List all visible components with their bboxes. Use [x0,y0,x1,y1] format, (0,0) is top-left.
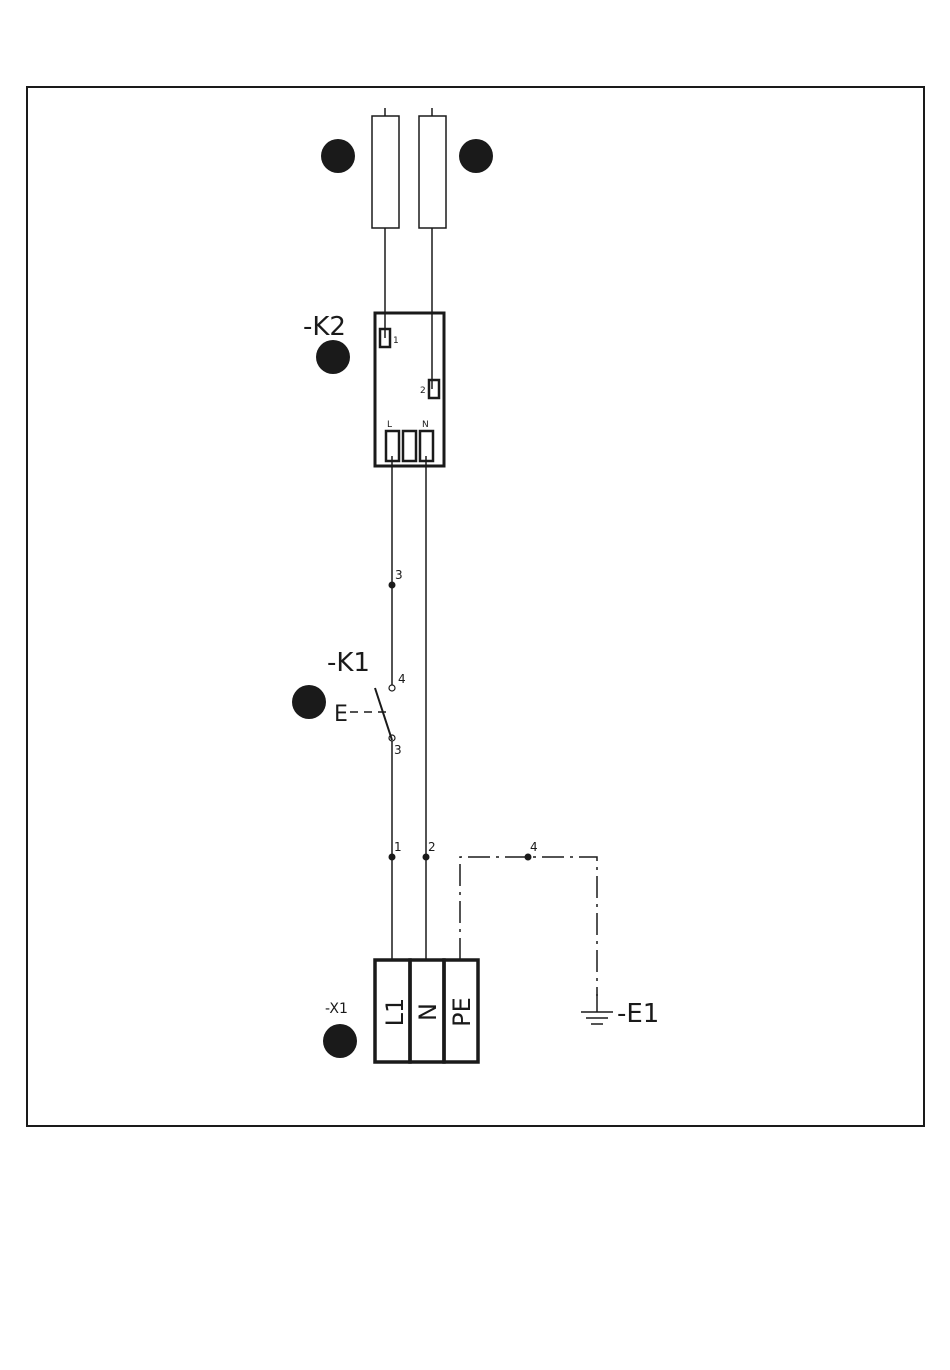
k2-pin-n-label: N [422,420,429,430]
x1-terminal-n-label: N [414,1003,442,1021]
k1-contact-top-label: 4 [398,672,406,686]
e1-label: -E1 [617,999,659,1029]
wire-l1-label: 1 [394,840,402,854]
marker-k1 [292,685,326,719]
k2-pin-1-label: 1 [393,336,399,346]
element-right [419,116,446,228]
k2-pin-2 [429,380,439,398]
k2-terminal-mid [403,431,416,461]
diagram-frame [27,87,924,1126]
marker-top-left [321,139,355,173]
element-left [372,116,399,228]
wire-n-node [423,854,430,861]
k1-label: -K1 [327,648,370,678]
marker-k2 [316,340,350,374]
k2-pin-2-label: 2 [420,386,426,396]
wire-upper-node [389,582,396,589]
wire-pe-label: 4 [530,840,538,854]
k2-label: -K2 [303,312,346,342]
k1-contact-bottom-label: 3 [394,743,402,757]
k2-pin-l-label: L [387,420,392,430]
wire-upper-label: 3 [395,568,403,582]
wire-pe [460,857,597,996]
marker-top-right [459,139,493,173]
x1-terminal-pe-label: PE [448,997,476,1027]
wire-l1-node [389,854,396,861]
k1-contact-top [389,685,395,691]
k1-actuator-label: E [334,702,348,727]
wire-n-label: 2 [428,840,436,854]
x1-label: -X1 [325,1001,348,1017]
wire-pe-node [525,854,532,861]
marker-x1 [323,1024,357,1058]
k1-switch-blade [375,688,392,740]
x1-terminal-l1-label: L1 [381,998,409,1027]
